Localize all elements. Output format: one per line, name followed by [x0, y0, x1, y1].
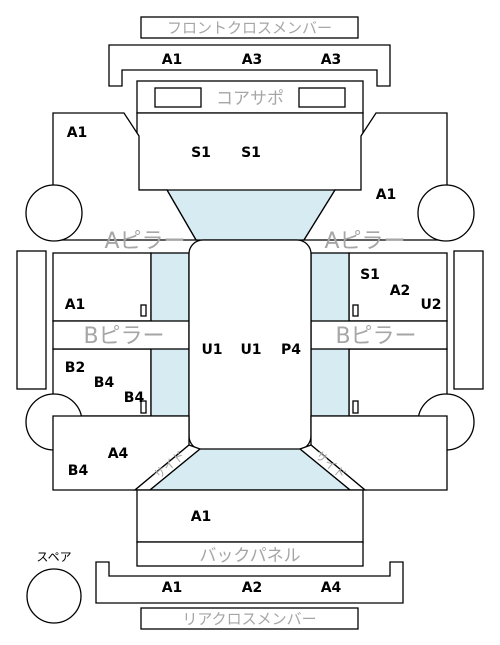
- back-panel-label: バックパネル: [199, 546, 300, 566]
- trunk: A1: [136, 489, 364, 543]
- left-fender: A1: [52, 112, 198, 241]
- core-support: コアサポ: [136, 80, 364, 114]
- left-rear-door: B2 B4 B4: [52, 348, 152, 417]
- front-cross-member-label: フロントクロスメンバー: [167, 19, 332, 37]
- core-support-label: コアサポ: [216, 89, 284, 109]
- spare-tire-wheel: [26, 568, 82, 624]
- grade-left-rear-door-3: B4: [124, 390, 145, 406]
- grade-roof-1: U1: [201, 342, 222, 358]
- a-pillar-left-label: Aピラー: [104, 229, 185, 254]
- grade-front-cross-3: A3: [321, 52, 342, 68]
- right-front-door-handle: [352, 304, 359, 317]
- grade-left-rear-door-2: B4: [94, 375, 115, 391]
- roof: U1 U1 P4: [188, 239, 312, 451]
- front-cross-member: フロントクロスメンバー A1 A3 A3: [108, 16, 391, 87]
- spare-tire: スペア: [26, 550, 82, 624]
- grade-right-front-door-3: U2: [420, 297, 441, 313]
- grade-right-fender: A1: [376, 187, 397, 203]
- rear-cross-member-label-box: [140, 607, 359, 630]
- right-fender: A1: [302, 112, 448, 241]
- trunk-panel: [136, 489, 364, 543]
- spare-tire-label: スペア: [36, 550, 71, 564]
- b-pillar-right-panel: [310, 320, 448, 350]
- front-left-wheel: [25, 184, 83, 242]
- b-pillar-left: Bピラー: [52, 320, 190, 350]
- rear-cross-member: A1 A2 A4 リアクロスメンバー: [95, 561, 404, 630]
- right-front-door-panel: [348, 252, 448, 322]
- front-right-wheel: [417, 184, 475, 242]
- grade-front-cross-1: A1: [162, 52, 183, 68]
- a-pillar-right-label: Aピラー: [324, 229, 405, 254]
- grade-right-front-door-2: A2: [390, 283, 411, 299]
- grade-rear-cross-1: A1: [162, 580, 183, 596]
- b-pillar-left-panel: [52, 320, 190, 350]
- back-panel-box: [136, 541, 364, 567]
- left-front-door-handle: [140, 304, 147, 317]
- grade-hood-2: S1: [241, 145, 261, 161]
- left-side-sill: [16, 250, 47, 390]
- grade-left-fender: A1: [67, 125, 88, 141]
- core-support-right-light: [298, 87, 346, 108]
- right-fender-panel: [302, 112, 448, 241]
- b-pillar-right-label: Bピラー: [335, 324, 416, 349]
- right-rear-door-handle: [352, 400, 359, 414]
- b-pillar-left-label: Bピラー: [83, 324, 164, 349]
- grade-right-front-door-1: S1: [360, 267, 380, 283]
- right-side-sill: [453, 250, 484, 390]
- grade-hood-1: S1: [191, 145, 211, 161]
- grade-left-quarter-1: A4: [108, 446, 129, 462]
- grade-left-front-door: A1: [65, 297, 86, 313]
- grade-roof-2: U1: [240, 342, 261, 358]
- front-cross-member-label-box: [140, 16, 359, 39]
- right-front-door: S1 A2 U2: [348, 252, 448, 322]
- right-quarter-panel: [310, 415, 448, 491]
- front-cross-member-frame: [108, 44, 391, 87]
- rear-cross-member-frame: [95, 561, 404, 604]
- back-panel: バックパネル: [136, 541, 364, 567]
- grade-left-quarter-2: B4: [68, 463, 89, 479]
- left-front-door: A1: [52, 252, 152, 322]
- a-pillar-left: Aピラー: [104, 229, 185, 254]
- core-support-left-light: [154, 87, 202, 108]
- grade-rear-cross-3: A4: [321, 580, 342, 596]
- grade-front-cross-2: A3: [242, 52, 263, 68]
- grade-left-rear-door-1: B2: [65, 360, 85, 376]
- grade-roof-3: P4: [281, 342, 301, 358]
- left-quarter: A4 B4: [52, 415, 190, 491]
- grade-rear-cross-2: A2: [242, 580, 263, 596]
- a-pillar-right: Aピラー: [324, 229, 405, 254]
- left-rear-door-handle: [140, 400, 147, 414]
- left-fender-panel: [52, 112, 198, 241]
- b-pillar-right: Bピラー: [310, 320, 448, 350]
- grade-trunk: A1: [191, 509, 212, 525]
- rear-cross-member-label: リアクロスメンバー: [182, 610, 316, 628]
